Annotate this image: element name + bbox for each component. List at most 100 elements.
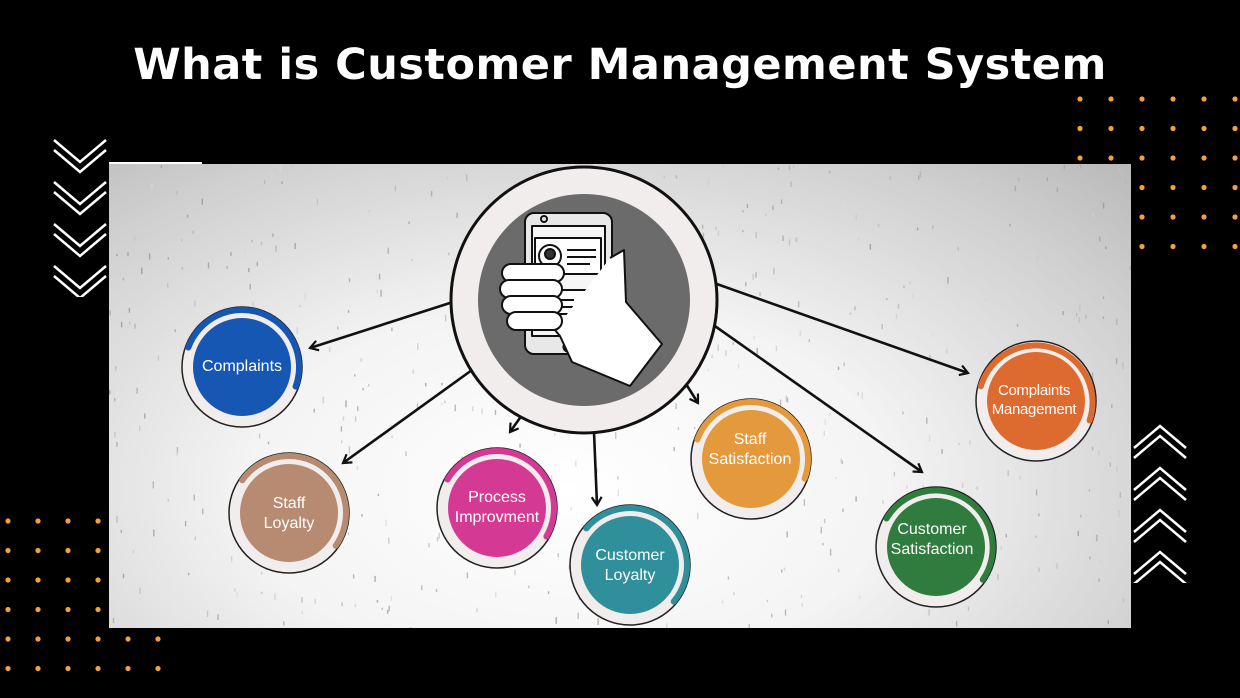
speckle: [932, 225, 934, 229]
speckle: [1099, 560, 1102, 563]
speckle: [263, 179, 266, 184]
speckle: [454, 404, 456, 412]
speckle: [194, 300, 196, 307]
speckle: [519, 443, 521, 448]
speckle: [837, 568, 840, 573]
speckle: [929, 355, 931, 358]
speckle: [1075, 312, 1078, 317]
node-fill: [240, 464, 338, 562]
speckle: [967, 606, 970, 611]
speckle: [722, 164, 724, 168]
speckle: [1102, 316, 1105, 319]
speckle: [376, 289, 378, 294]
speckle: [144, 413, 146, 419]
dot: [1170, 214, 1176, 220]
speckle: [784, 609, 787, 616]
speckle: [174, 329, 176, 333]
speckle: [715, 226, 717, 230]
dot: [1139, 125, 1145, 132]
speckle: [1000, 546, 1002, 550]
node-accent-arc: [977, 342, 1096, 424]
speckle: [746, 204, 749, 209]
speckle: [1105, 246, 1107, 250]
dot-grid-decoration: [5, 518, 161, 672]
speckle: [133, 235, 136, 242]
speckle: [755, 231, 757, 239]
speckle: [707, 180, 710, 186]
speckle: [279, 165, 282, 172]
chevrons-down-decoration: [53, 139, 107, 297]
speckle: [1116, 318, 1118, 325]
speckle: [148, 253, 151, 260]
dot: [35, 665, 41, 672]
speckle: [464, 172, 467, 176]
speckle: [374, 575, 376, 582]
speckle: [786, 531, 788, 538]
speckle: [1009, 224, 1011, 227]
dot: [1139, 155, 1145, 161]
speckle: [1015, 603, 1017, 608]
speckle: [448, 252, 450, 256]
dot: [1201, 155, 1207, 161]
speckle: [481, 408, 483, 414]
dot: [5, 636, 11, 642]
speckle: [771, 613, 773, 618]
node-complaints: [181, 306, 303, 428]
page-title: What is Customer Management System: [133, 40, 1107, 90]
node-label-customer-loyalty: Customer Loyalty: [595, 547, 665, 584]
speckle: [112, 618, 115, 624]
speckle: [1118, 168, 1121, 172]
speckle: [472, 406, 474, 412]
speckle: [1035, 535, 1037, 538]
speckle: [201, 198, 203, 205]
speckle: [1085, 314, 1087, 319]
speckle: [897, 303, 900, 309]
chevrons-up-decoration: [1133, 424, 1187, 583]
speckle: [551, 475, 553, 482]
speckle: [184, 520, 187, 527]
dot: [1232, 214, 1238, 220]
speckle: [248, 267, 250, 273]
speckle: [675, 403, 677, 409]
speckle: [1116, 466, 1118, 472]
speckle: [1102, 296, 1105, 299]
speckle: [721, 600, 724, 604]
speckle: [575, 460, 577, 467]
speckle: [803, 499, 806, 506]
speckle: [368, 384, 370, 387]
speckle: [617, 476, 619, 480]
arrow-to-customer-loyalty: [590, 431, 603, 508]
speckle: [127, 251, 129, 257]
speckle: [495, 592, 497, 598]
speckle: [122, 277, 125, 281]
dot: [35, 518, 41, 524]
speckle: [855, 496, 857, 502]
speckle: [231, 556, 233, 563]
speckle: [843, 362, 845, 366]
speckle: [908, 281, 911, 285]
speckle: [428, 543, 430, 548]
speckle: [441, 402, 443, 406]
node-fill: [193, 318, 291, 416]
dot: [1077, 96, 1083, 102]
speckle: [1079, 304, 1081, 312]
speckle: [800, 595, 803, 599]
speckle: [230, 252, 232, 256]
speckle: [1046, 177, 1048, 182]
speckle: [946, 348, 948, 354]
speckle: [711, 354, 713, 358]
speckle: [528, 585, 530, 589]
dot: [95, 665, 101, 672]
dot: [1232, 96, 1238, 102]
speckle: [122, 573, 125, 579]
dot: [5, 547, 11, 554]
speckle: [206, 610, 209, 617]
dot: [1201, 184, 1207, 191]
speckle: [192, 230, 194, 234]
speckle: [801, 603, 803, 607]
speckle: [120, 321, 123, 328]
speckle: [788, 165, 791, 170]
speckle: [797, 301, 800, 308]
speckle: [1124, 178, 1127, 185]
dot: [125, 665, 131, 672]
